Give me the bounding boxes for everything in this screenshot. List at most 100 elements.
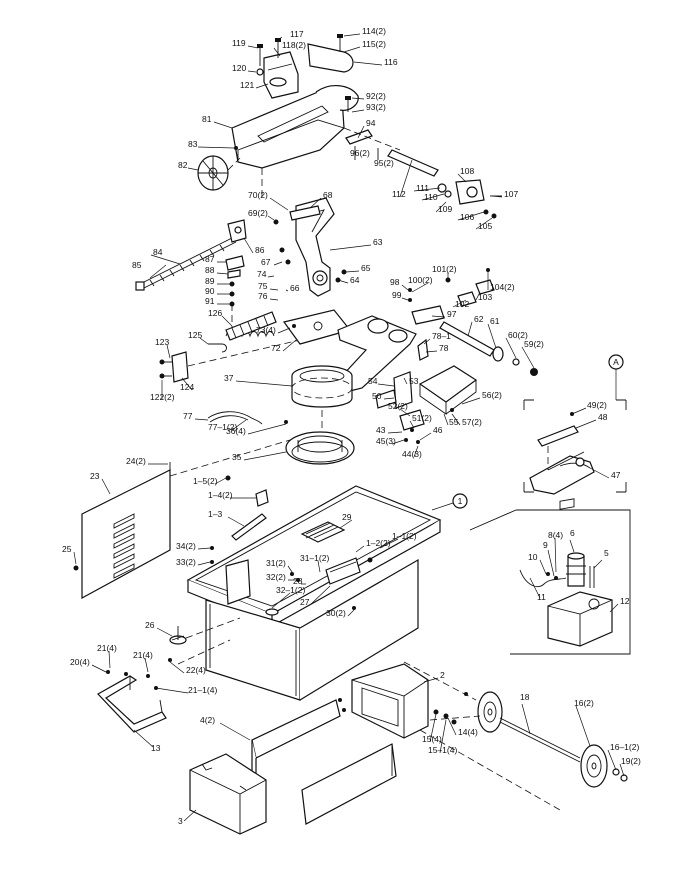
part-label-l76: 76 bbox=[258, 291, 268, 301]
part-number-labels: 117118(2)119120121114(2)115(2)11692(2)93… bbox=[62, 26, 641, 826]
turntable-assembly bbox=[207, 365, 478, 465]
callout-a: A bbox=[608, 354, 624, 400]
part-label-l57: 57(2) bbox=[462, 417, 482, 427]
handle-bar bbox=[97, 675, 167, 733]
bow-frame bbox=[231, 91, 345, 169]
part-label-l94: 94 bbox=[366, 118, 376, 128]
leveling-foot bbox=[169, 626, 187, 645]
part-label-l53: 53 bbox=[409, 376, 419, 386]
part-label-l105: 105 bbox=[478, 221, 492, 231]
part-label-l95: 95(2) bbox=[374, 158, 394, 168]
part-label-l88: 88 bbox=[205, 265, 215, 275]
part-label-l47: 47 bbox=[611, 470, 621, 480]
part-label-l84b: 8(4) bbox=[548, 530, 563, 540]
part-label-l70: 70(2) bbox=[248, 190, 268, 200]
part-label-l6: 6 bbox=[570, 528, 575, 538]
part-label-l114: 114(2) bbox=[362, 26, 386, 36]
part-label-l117: 117 bbox=[290, 29, 304, 39]
part-label-l72: 72 bbox=[271, 343, 281, 353]
part-label-l81: 81 bbox=[202, 114, 212, 124]
detail-view-a bbox=[523, 399, 627, 495]
part-label-l122: 122(2) bbox=[150, 392, 175, 402]
part-label-l30: 30(2) bbox=[326, 608, 346, 618]
storage-box bbox=[189, 753, 267, 835]
chip-grate bbox=[300, 521, 346, 543]
part-label-l1514: 15–1(4) bbox=[428, 745, 457, 755]
part-label-l91: 91 bbox=[205, 296, 215, 306]
part-label-l96: 96(2) bbox=[350, 148, 370, 158]
pivot-assembly bbox=[135, 197, 538, 393]
part-label-l25: 25 bbox=[62, 544, 72, 554]
part-label-l107: 107 bbox=[504, 189, 518, 199]
part-label-l100: 100(2) bbox=[408, 275, 433, 285]
part-label-l9: 9 bbox=[543, 540, 548, 550]
part-label-l3: 3 bbox=[178, 816, 183, 826]
part-label-l84: 84 bbox=[153, 247, 163, 257]
part-label-l83: 83 bbox=[188, 139, 198, 149]
part-label-l31: 31(2) bbox=[266, 558, 286, 568]
part-label-l35: 35 bbox=[232, 452, 242, 462]
bow-frame-assembly bbox=[197, 34, 502, 219]
part-label-l64: 64 bbox=[350, 275, 360, 285]
part-label-l48: 48 bbox=[598, 412, 608, 422]
vent-slots bbox=[113, 513, 135, 579]
callout-a-text: A bbox=[613, 357, 619, 367]
part-label-l55: 55 bbox=[449, 417, 459, 427]
part-label-l103: 103 bbox=[478, 292, 492, 302]
door-panel-front bbox=[251, 699, 341, 759]
part-label-l154: 15(4) bbox=[422, 734, 442, 744]
part-label-l27: 27 bbox=[300, 597, 310, 607]
part-label-l43: 43 bbox=[376, 425, 386, 435]
part-label-l11b: 11 bbox=[537, 592, 546, 602]
pivot-shaft bbox=[439, 321, 495, 357]
part-label-l110: 110 bbox=[424, 192, 438, 202]
blade-guide-rod bbox=[387, 149, 439, 177]
axle-bracket bbox=[351, 663, 429, 739]
part-label-l162: 16(2) bbox=[574, 698, 594, 708]
part-label-l106: 106 bbox=[460, 212, 474, 222]
part-label-l63: 63 bbox=[373, 237, 383, 247]
part-label-l12b: 12 bbox=[620, 596, 630, 606]
part-label-l126: 126 bbox=[208, 308, 222, 318]
tension-handwheel bbox=[197, 155, 229, 191]
part-label-l90: 90 bbox=[205, 286, 215, 296]
part-label-l29: 29 bbox=[342, 512, 352, 522]
part-label-l44: 44(3) bbox=[402, 449, 422, 459]
callout-1-text: 1 bbox=[458, 496, 463, 506]
part-label-l98: 98 bbox=[390, 277, 400, 287]
part-label-l73: 73(4) bbox=[256, 325, 276, 335]
part-label-l115: 115(2) bbox=[362, 39, 386, 49]
part-label-l89: 89 bbox=[205, 276, 215, 286]
wheel-left bbox=[477, 691, 503, 733]
part-label-l68: 68 bbox=[323, 190, 333, 200]
lead-screw bbox=[135, 237, 237, 291]
part-label-l67: 67 bbox=[261, 257, 271, 267]
part-label-l54: 54 bbox=[368, 376, 378, 386]
leader-lines bbox=[73, 33, 625, 822]
cabinet-body bbox=[205, 599, 301, 701]
coolant-pump bbox=[567, 555, 585, 587]
lower-parts bbox=[97, 639, 628, 835]
part-label-l492: 49(2) bbox=[587, 400, 607, 410]
part-label-l77: 77 bbox=[183, 411, 193, 421]
part-label-l11: 1–1(2) bbox=[392, 531, 417, 541]
part-label-l123: 123 bbox=[155, 337, 169, 347]
part-label-l93: 93(2) bbox=[366, 102, 386, 112]
part-label-l61: 61 bbox=[490, 316, 500, 326]
part-label-l34: 34(2) bbox=[176, 541, 196, 551]
part-label-l69: 69(2) bbox=[248, 208, 268, 218]
part-label-l50: 50 bbox=[372, 391, 382, 401]
part-label-l13b: 13 bbox=[151, 743, 161, 753]
part-label-l14: 1–4(2) bbox=[208, 490, 233, 500]
part-label-l82: 82 bbox=[178, 160, 188, 170]
part-label-l46: 46 bbox=[433, 425, 443, 435]
wheel-right bbox=[580, 744, 608, 788]
part-label-l211: 21–1(4) bbox=[188, 685, 217, 695]
part-label-l36: 36(4) bbox=[226, 426, 246, 436]
door-panel-lower bbox=[301, 743, 397, 825]
part-label-l2: 2 bbox=[440, 670, 445, 680]
part-label-l321: 32–1(2) bbox=[276, 585, 305, 595]
part-label-l85: 85 bbox=[132, 260, 142, 270]
part-label-l124: 124 bbox=[180, 382, 194, 392]
